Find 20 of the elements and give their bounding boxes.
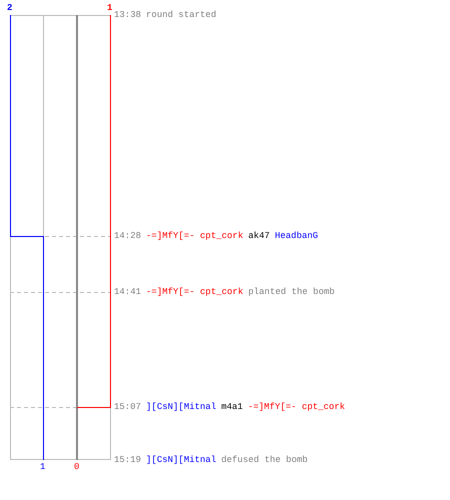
player-name: -=]MfY[=- cpt_cork <box>248 402 346 412</box>
weapon-name: m4a1 <box>221 402 243 412</box>
timestamp: 15:19 <box>114 455 142 465</box>
axis-number: 0 <box>74 462 80 472</box>
event-text: round started <box>146 10 216 20</box>
player-name: -=]MfY[=- cpt_cork <box>146 231 244 241</box>
event-text: planted the bomb <box>248 287 335 297</box>
timestamp: 14:41 <box>114 287 142 297</box>
player-name: ][CsN][Mitnal <box>146 402 216 412</box>
player-name: -=]MfY[=- cpt_cork <box>146 287 244 297</box>
timestamp: 15:07 <box>114 402 142 412</box>
weapon-name: ak47 <box>248 231 270 241</box>
player-name: HeadbanG <box>274 231 318 241</box>
event-text: defused the bomb <box>221 455 308 465</box>
axis-number: 2 <box>7 3 12 13</box>
player-name: ][CsN][Mitnal <box>146 455 216 465</box>
axis-number: 1 <box>107 3 112 13</box>
timestamp: 14:28 <box>114 231 142 241</box>
timestamp: 13:38 <box>114 10 142 20</box>
axis-number: 1 <box>40 462 46 472</box>
